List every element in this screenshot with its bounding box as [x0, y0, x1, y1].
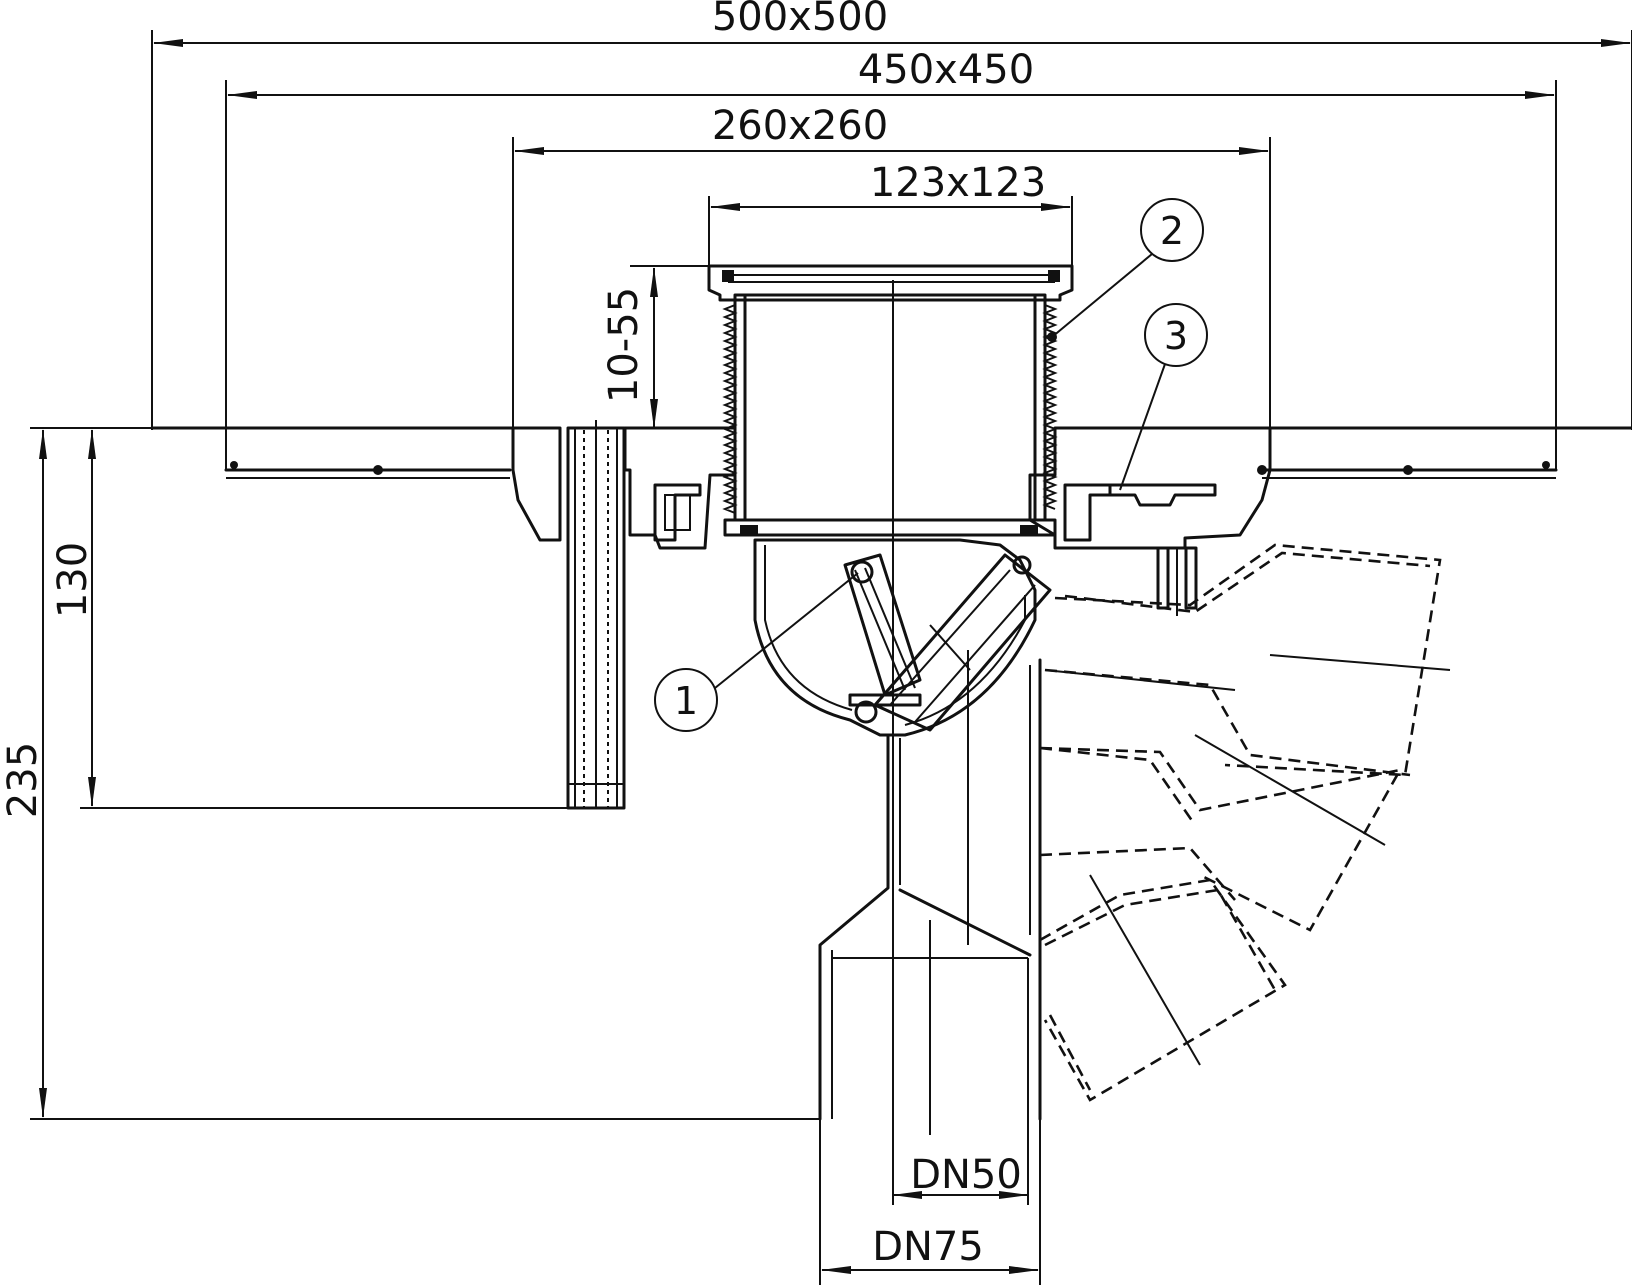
dimension-130: 130 [50, 427, 625, 809]
callout-3: 3 [1119, 303, 1208, 491]
height-adjustment-cylinder [722, 293, 1058, 522]
dimension-dn50-label: DN50 [910, 1152, 1022, 1198]
clamp-ring-right [1063, 483, 1217, 542]
callout-2: 2 [1051, 198, 1204, 338]
dimension-260-label: 260x260 [712, 103, 888, 149]
sealing-membrane [224, 461, 1558, 479]
anchor-tube-left [566, 420, 626, 810]
callout-2-label: 2 [1160, 209, 1184, 253]
alternate-outlet-positions [1039, 543, 1451, 1102]
dimension-123-label: 123x123 [870, 160, 1046, 206]
clamp-ring-left [653, 483, 702, 542]
callout-3-label: 3 [1164, 314, 1188, 358]
dimension-235-label: 235 [0, 742, 46, 818]
callout-1-label: 1 [674, 679, 698, 723]
grate-frame [707, 264, 1074, 302]
dimension-dn75-label: DN75 [872, 1224, 984, 1270]
dimension-500: 500x500 [151, 0, 1632, 430]
dimension-260: 260x260 [512, 103, 1271, 430]
dimension-450-label: 450x450 [858, 47, 1034, 93]
callout-1: 1 [654, 572, 859, 732]
dimension-235: 235 [0, 427, 820, 1120]
dimension-130-label: 130 [50, 542, 96, 618]
cylinder-seal [723, 518, 1057, 537]
pipe-centerlines [892, 280, 969, 1205]
drain-bowl [753, 538, 1037, 737]
dimension-450: 450x450 [225, 47, 1557, 470]
dimension-dn50: DN50 [892, 1119, 1029, 1205]
dimension-123: 123x123 [708, 160, 1073, 266]
outlet-pipe-dn50 [818, 658, 1042, 1121]
dimension-500-label: 500x500 [712, 0, 888, 40]
dimension-10-55: 10-55 [601, 265, 712, 429]
angled-outlet [873, 553, 1052, 732]
dimension-dn75: DN75 [819, 1119, 1041, 1285]
dimension-10-55-label: 10-55 [601, 287, 647, 403]
